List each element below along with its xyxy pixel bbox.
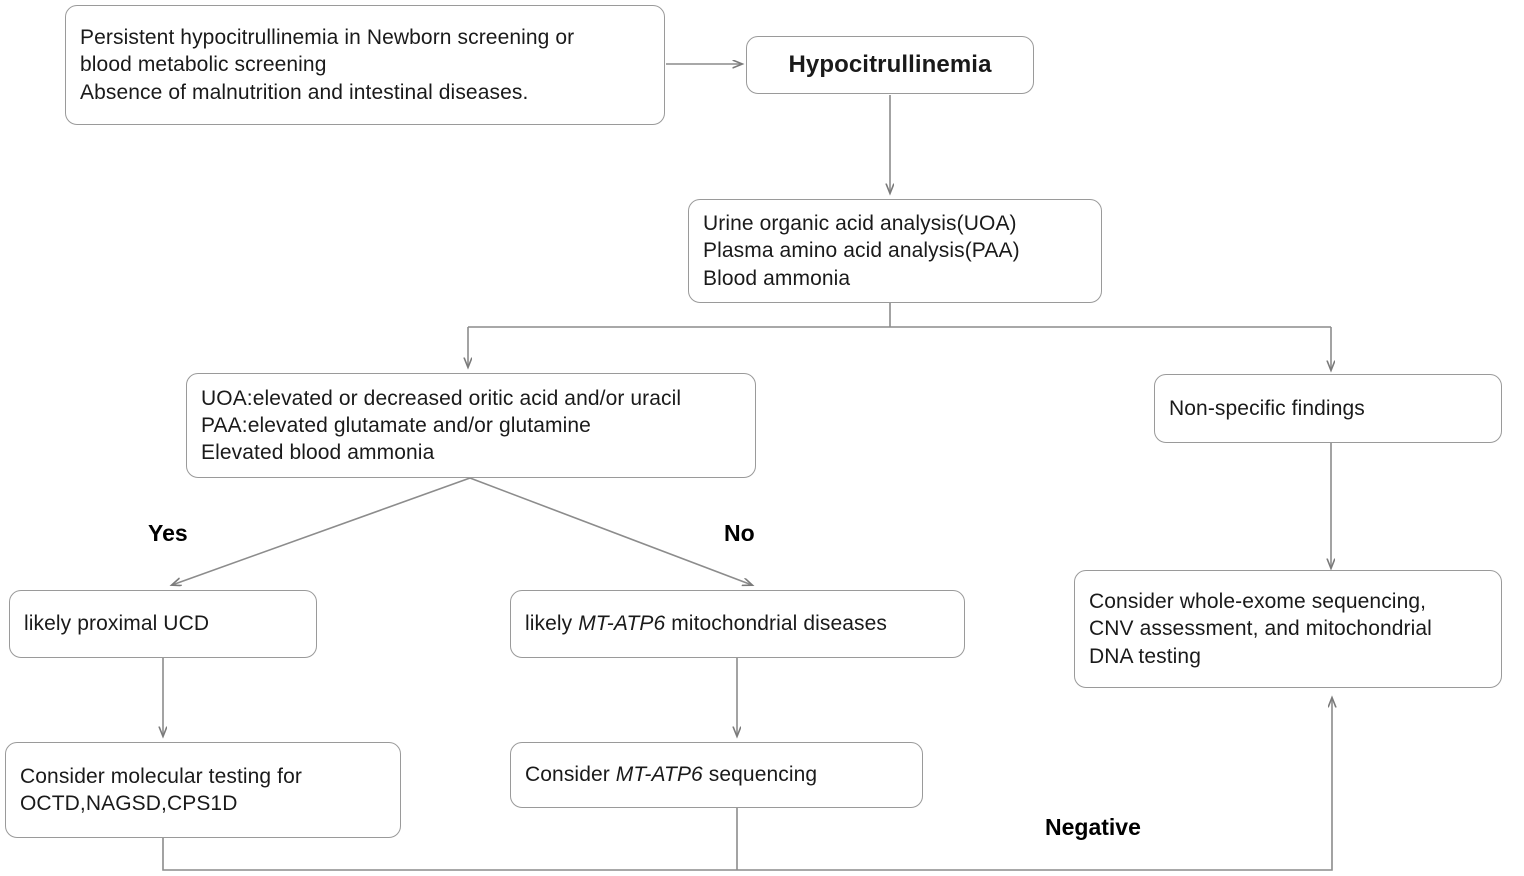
node-intake[interactable]: Persistent hypocitrullinemia in Newborn … [65,5,665,125]
node-hypocitrullinemia-label: Hypocitrullinemia [788,51,992,79]
node-proximal-ucd[interactable]: likely proximal UCD [9,590,317,658]
node-mt-atp6-sequencing[interactable]: Consider MT-ATP6 sequencing [510,742,923,808]
mt-atp6-disease-suffix: mitochondrial diseases [665,612,888,636]
node-first-line-tests[interactable]: Urine organic acid analysis(UOA) Plasma … [688,199,1102,303]
node-proximal-ucd-label: likely proximal UCD [24,612,210,636]
node-molecular-testing[interactable]: Consider molecular testing for OCTD,NAGS… [5,742,401,838]
mt-atp6-seq-suffix: sequencing [702,763,818,787]
node-hypocitrullinemia[interactable]: Hypocitrullinemia [746,36,1034,94]
mt-atp6-seq-prefix: Consider [525,763,616,787]
node-mt-atp6-sequencing-label: Consider MT-ATP6 sequencing [525,761,908,788]
node-abnormal-findings[interactable]: UOA:elevated or decreased oritic acid an… [186,373,756,478]
node-mt-atp6-disease[interactable]: likely MT-ATP6 mitochondrial diseases [510,590,965,658]
node-mt-atp6-disease-label: likely MT-ATP6 mitochondrial diseases [525,610,950,637]
edge-label-yes: Yes [148,520,188,546]
node-nonspecific-findings[interactable]: Non-specific findings [1154,374,1502,443]
node-nonspecific-findings-label: Non-specific findings [1169,396,1365,420]
node-molecular-testing-label: Consider molecular testing for OCTD,NAGS… [20,764,302,815]
edge-label-negative: Negative [1045,814,1141,840]
node-intake-label: Persistent hypocitrullinemia in Newborn … [80,26,575,104]
node-broad-testing-label: Consider whole-exome sequencing, CNV ass… [1089,590,1432,668]
edge-abnormal-no [469,477,752,585]
edge-abnormal-yes [172,477,471,585]
edge-label-no: No [724,520,755,546]
node-broad-testing[interactable]: Consider whole-exome sequencing, CNV ass… [1074,570,1502,688]
mt-atp6-gene-name: MT-ATP6 [578,612,666,636]
mt-atp6-seq-gene-name: MT-ATP6 [615,763,703,787]
node-abnormal-findings-label: UOA:elevated or decreased oritic acid an… [201,386,682,465]
node-first-line-tests-label: Urine organic acid analysis(UOA) Plasma … [703,212,1020,290]
mt-atp6-disease-prefix: likely [525,612,579,636]
